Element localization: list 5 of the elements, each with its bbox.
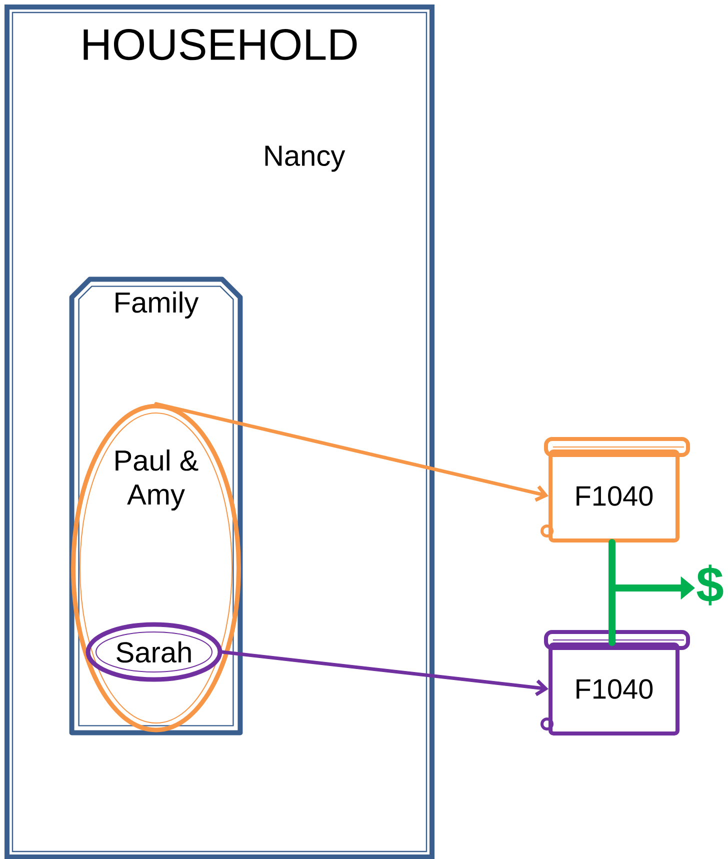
arrow	[220, 650, 548, 696]
scroll-box: F1040	[540, 630, 690, 736]
arrow	[154, 402, 549, 502]
scroll-box: F1040	[540, 437, 690, 542]
dollar-sign: $	[696, 564, 724, 606]
